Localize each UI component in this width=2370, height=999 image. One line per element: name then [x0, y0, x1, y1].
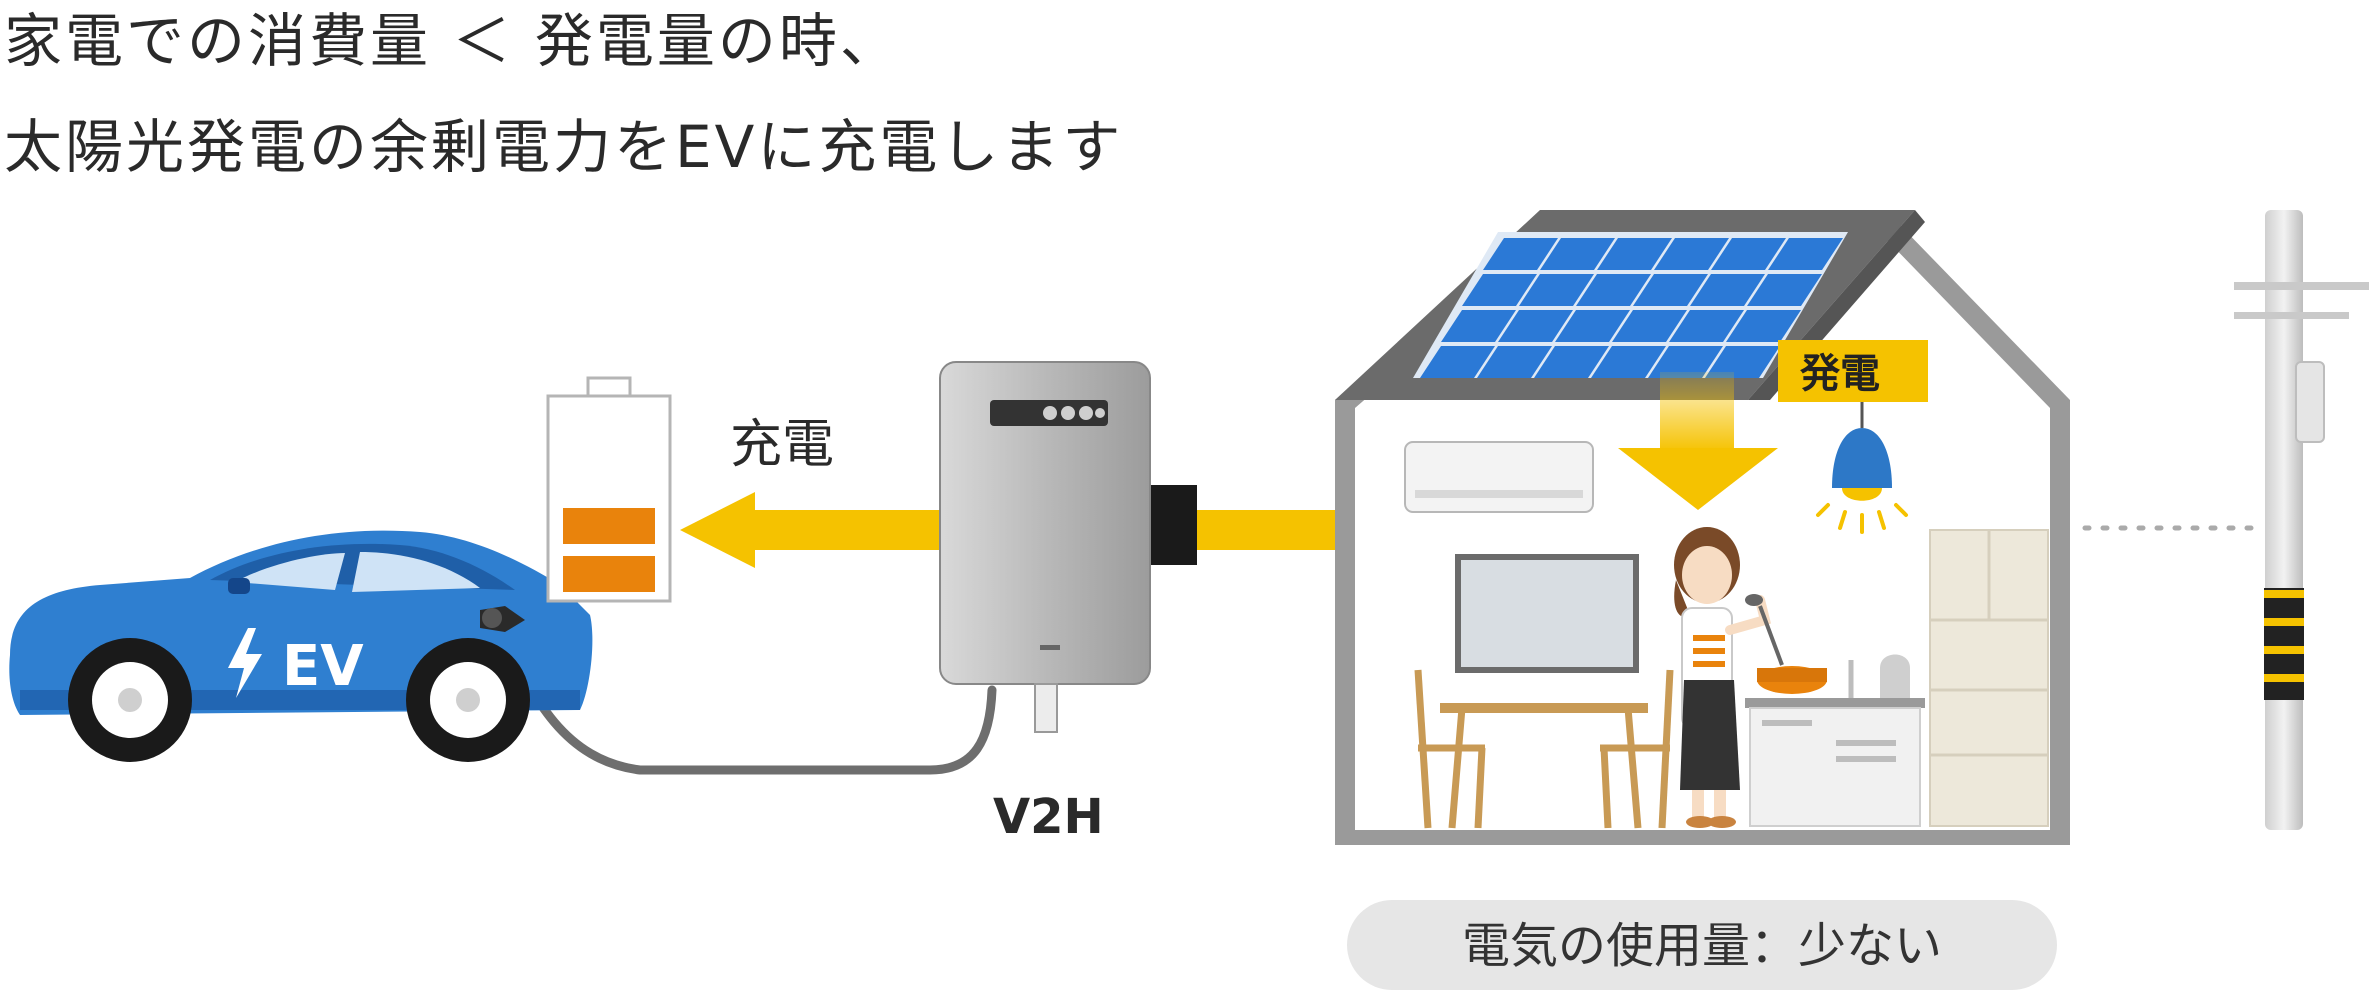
solar-cell — [1462, 274, 1537, 306]
solar-cell — [1705, 346, 1780, 378]
car-ev-badge: EV — [282, 634, 364, 699]
headline-line-2: 太陽光発電の余剰電力をEVに充電します — [4, 113, 1124, 181]
solar-cell — [1576, 274, 1651, 306]
lightning-icon — [228, 628, 262, 698]
solar-cell — [1555, 310, 1630, 342]
headline-line-1: 家電での消費量 ＜ 発電量の時、 — [4, 7, 901, 75]
solar-cell — [1519, 274, 1594, 306]
power-flow-arrow — [680, 492, 1335, 568]
charge-label: 充電 — [730, 415, 834, 475]
solar-cell — [1726, 310, 1801, 342]
ev-car — [9, 530, 593, 762]
solar-cell — [1483, 238, 1558, 270]
solar-cell — [1591, 346, 1666, 378]
solar-cell — [1420, 346, 1495, 378]
generation-label: 発電 — [1800, 351, 1880, 397]
v2h-unit — [939, 361, 1197, 733]
refrigerator — [1929, 529, 2049, 827]
solar-cell — [1498, 310, 1573, 342]
solar-panel-icon — [1413, 232, 1848, 378]
battery-icon — [546, 376, 672, 603]
solar-cell — [1669, 310, 1744, 342]
usage-status-label: 電気の使用量：少ない — [1462, 918, 1942, 974]
solar-cell — [1633, 274, 1708, 306]
generation-flow-arrow — [1618, 372, 1778, 510]
solar-cell — [1711, 238, 1786, 270]
kitchen-counter — [1745, 654, 1925, 827]
solar-cell — [1648, 346, 1723, 378]
v2h-label: V2H — [993, 789, 1104, 845]
solar-cell — [1477, 346, 1552, 378]
solar-cell — [1768, 238, 1843, 270]
solar-cell — [1747, 274, 1822, 306]
solar-cell — [1441, 310, 1516, 342]
solar-cell — [1540, 238, 1615, 270]
generation-tag — [1778, 340, 1928, 402]
utility-pole — [2234, 210, 2369, 830]
solar-cell — [1534, 346, 1609, 378]
woman-cooking — [1674, 527, 1784, 828]
usage-status-pill — [1347, 900, 2057, 990]
air-conditioner — [1404, 441, 1594, 513]
solar-cell — [1612, 310, 1687, 342]
dining-set — [1414, 669, 1674, 829]
lamp-icon — [1816, 402, 1908, 534]
solar-cell — [1690, 274, 1765, 306]
solar-cell — [1654, 238, 1729, 270]
wall-screen — [1455, 554, 1639, 673]
solar-cell — [1597, 238, 1672, 270]
